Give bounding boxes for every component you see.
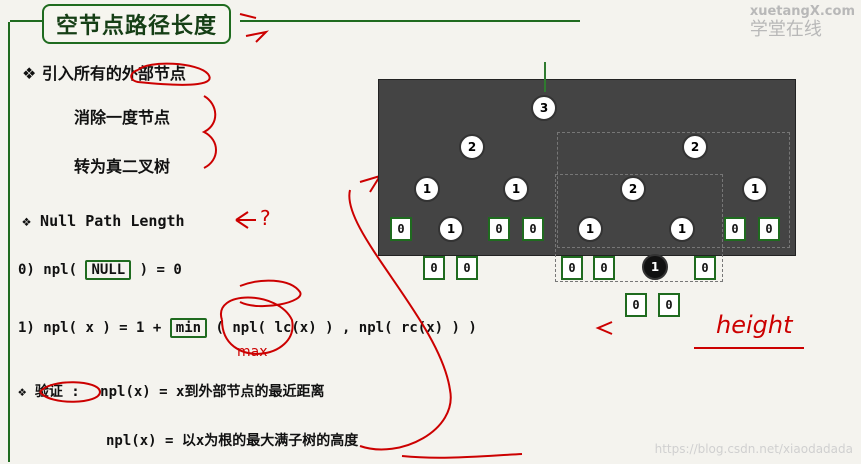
- tree-leaf: 0: [724, 217, 746, 241]
- tree-leaf: 0: [625, 293, 647, 317]
- tree-leaf: 0: [488, 217, 510, 241]
- npl-recursive-line: 1) npl( x ) = 1 + min ( npl( lc(x) ) , n…: [18, 318, 477, 338]
- tree-right-left-left-node: 1: [577, 216, 603, 242]
- tree-leaf: 0: [694, 256, 716, 280]
- verify-prefix: ❖ 验证 :: [18, 384, 80, 400]
- npl-null-prefix: 0) npl(: [18, 262, 78, 278]
- question-annotation: ?: [260, 206, 271, 230]
- tree-leaf: 0: [390, 217, 412, 241]
- top-rule-left: [10, 20, 42, 22]
- tree-leaf: 0: [456, 256, 478, 280]
- height-annotation: height: [716, 311, 793, 339]
- tree-left-right-node: 1: [503, 176, 529, 202]
- npl-rec-mid: ) = 1 +: [102, 320, 162, 336]
- to-true-binary-tree: 转为真二叉树: [74, 157, 171, 176]
- highlight-subtree-box: [555, 174, 723, 282]
- tree-root-node: 3: [531, 95, 557, 121]
- null-path-length-label: ❖ Null Path Length: [22, 212, 185, 230]
- title-box: 空节点路径长度: [42, 4, 232, 44]
- tree-leaf: 0: [561, 256, 583, 280]
- tree-leaf: 0: [658, 293, 680, 317]
- left-rule: [8, 22, 10, 462]
- tree-leaf: 0: [522, 217, 544, 241]
- tree-right-subroot-node: 2: [682, 134, 708, 160]
- tree-leaf: 0: [593, 256, 615, 280]
- subtree-box: [557, 132, 790, 248]
- npl-null-eq: ) = 0: [139, 262, 182, 278]
- null-box: NULL: [85, 260, 132, 280]
- verify-line: ❖ 验证 : npl(x) = x到外部节点的最近距离: [18, 381, 324, 401]
- height-line: npl(x) = 以x为根的最大满子树的高度: [106, 433, 359, 449]
- tree-leaf: 0: [423, 256, 445, 280]
- source-watermark: https://blog.csdn.net/xiaodadada: [654, 442, 853, 456]
- eliminate-degree-one: 消除一度节点: [74, 108, 171, 127]
- tree-right-left-right-node: 1: [669, 216, 695, 242]
- tree-left-left-node: 1: [414, 176, 440, 202]
- npl-rec-rest: ( npl( lc(x) ) , npl( rc(x) ) ): [215, 320, 477, 336]
- bullet-external-nodes: ❖ 引入所有的外部节点: [22, 64, 186, 83]
- page-title: 空节点路径长度: [56, 14, 218, 39]
- logo-line1: xuetangX.com: [749, 4, 855, 19]
- npl-rec-prefix: 1) npl(: [18, 320, 78, 336]
- npl-null-line: 0) npl( NULL ) = 0: [18, 260, 182, 280]
- max-annotation: max: [237, 344, 268, 360]
- tree-highlight-node: 1: [642, 254, 668, 280]
- tree-right-right-node: 1: [742, 176, 768, 202]
- npl-rec-x: x: [85, 320, 94, 336]
- min-box: min: [169, 318, 208, 338]
- tree-leaf: 0: [758, 217, 780, 241]
- logo: xuetangX.com 学堂在线: [750, 4, 855, 40]
- tree-right-left-node: 2: [620, 176, 646, 202]
- top-rule-right: [240, 20, 580, 22]
- tree-left-subroot-node: 2: [459, 134, 485, 160]
- logo-line2: 学堂在线: [749, 19, 822, 40]
- verify-body: npl(x) = x到外部节点的最近距离: [100, 384, 325, 400]
- tree-left-left-right-node: 1: [438, 216, 464, 242]
